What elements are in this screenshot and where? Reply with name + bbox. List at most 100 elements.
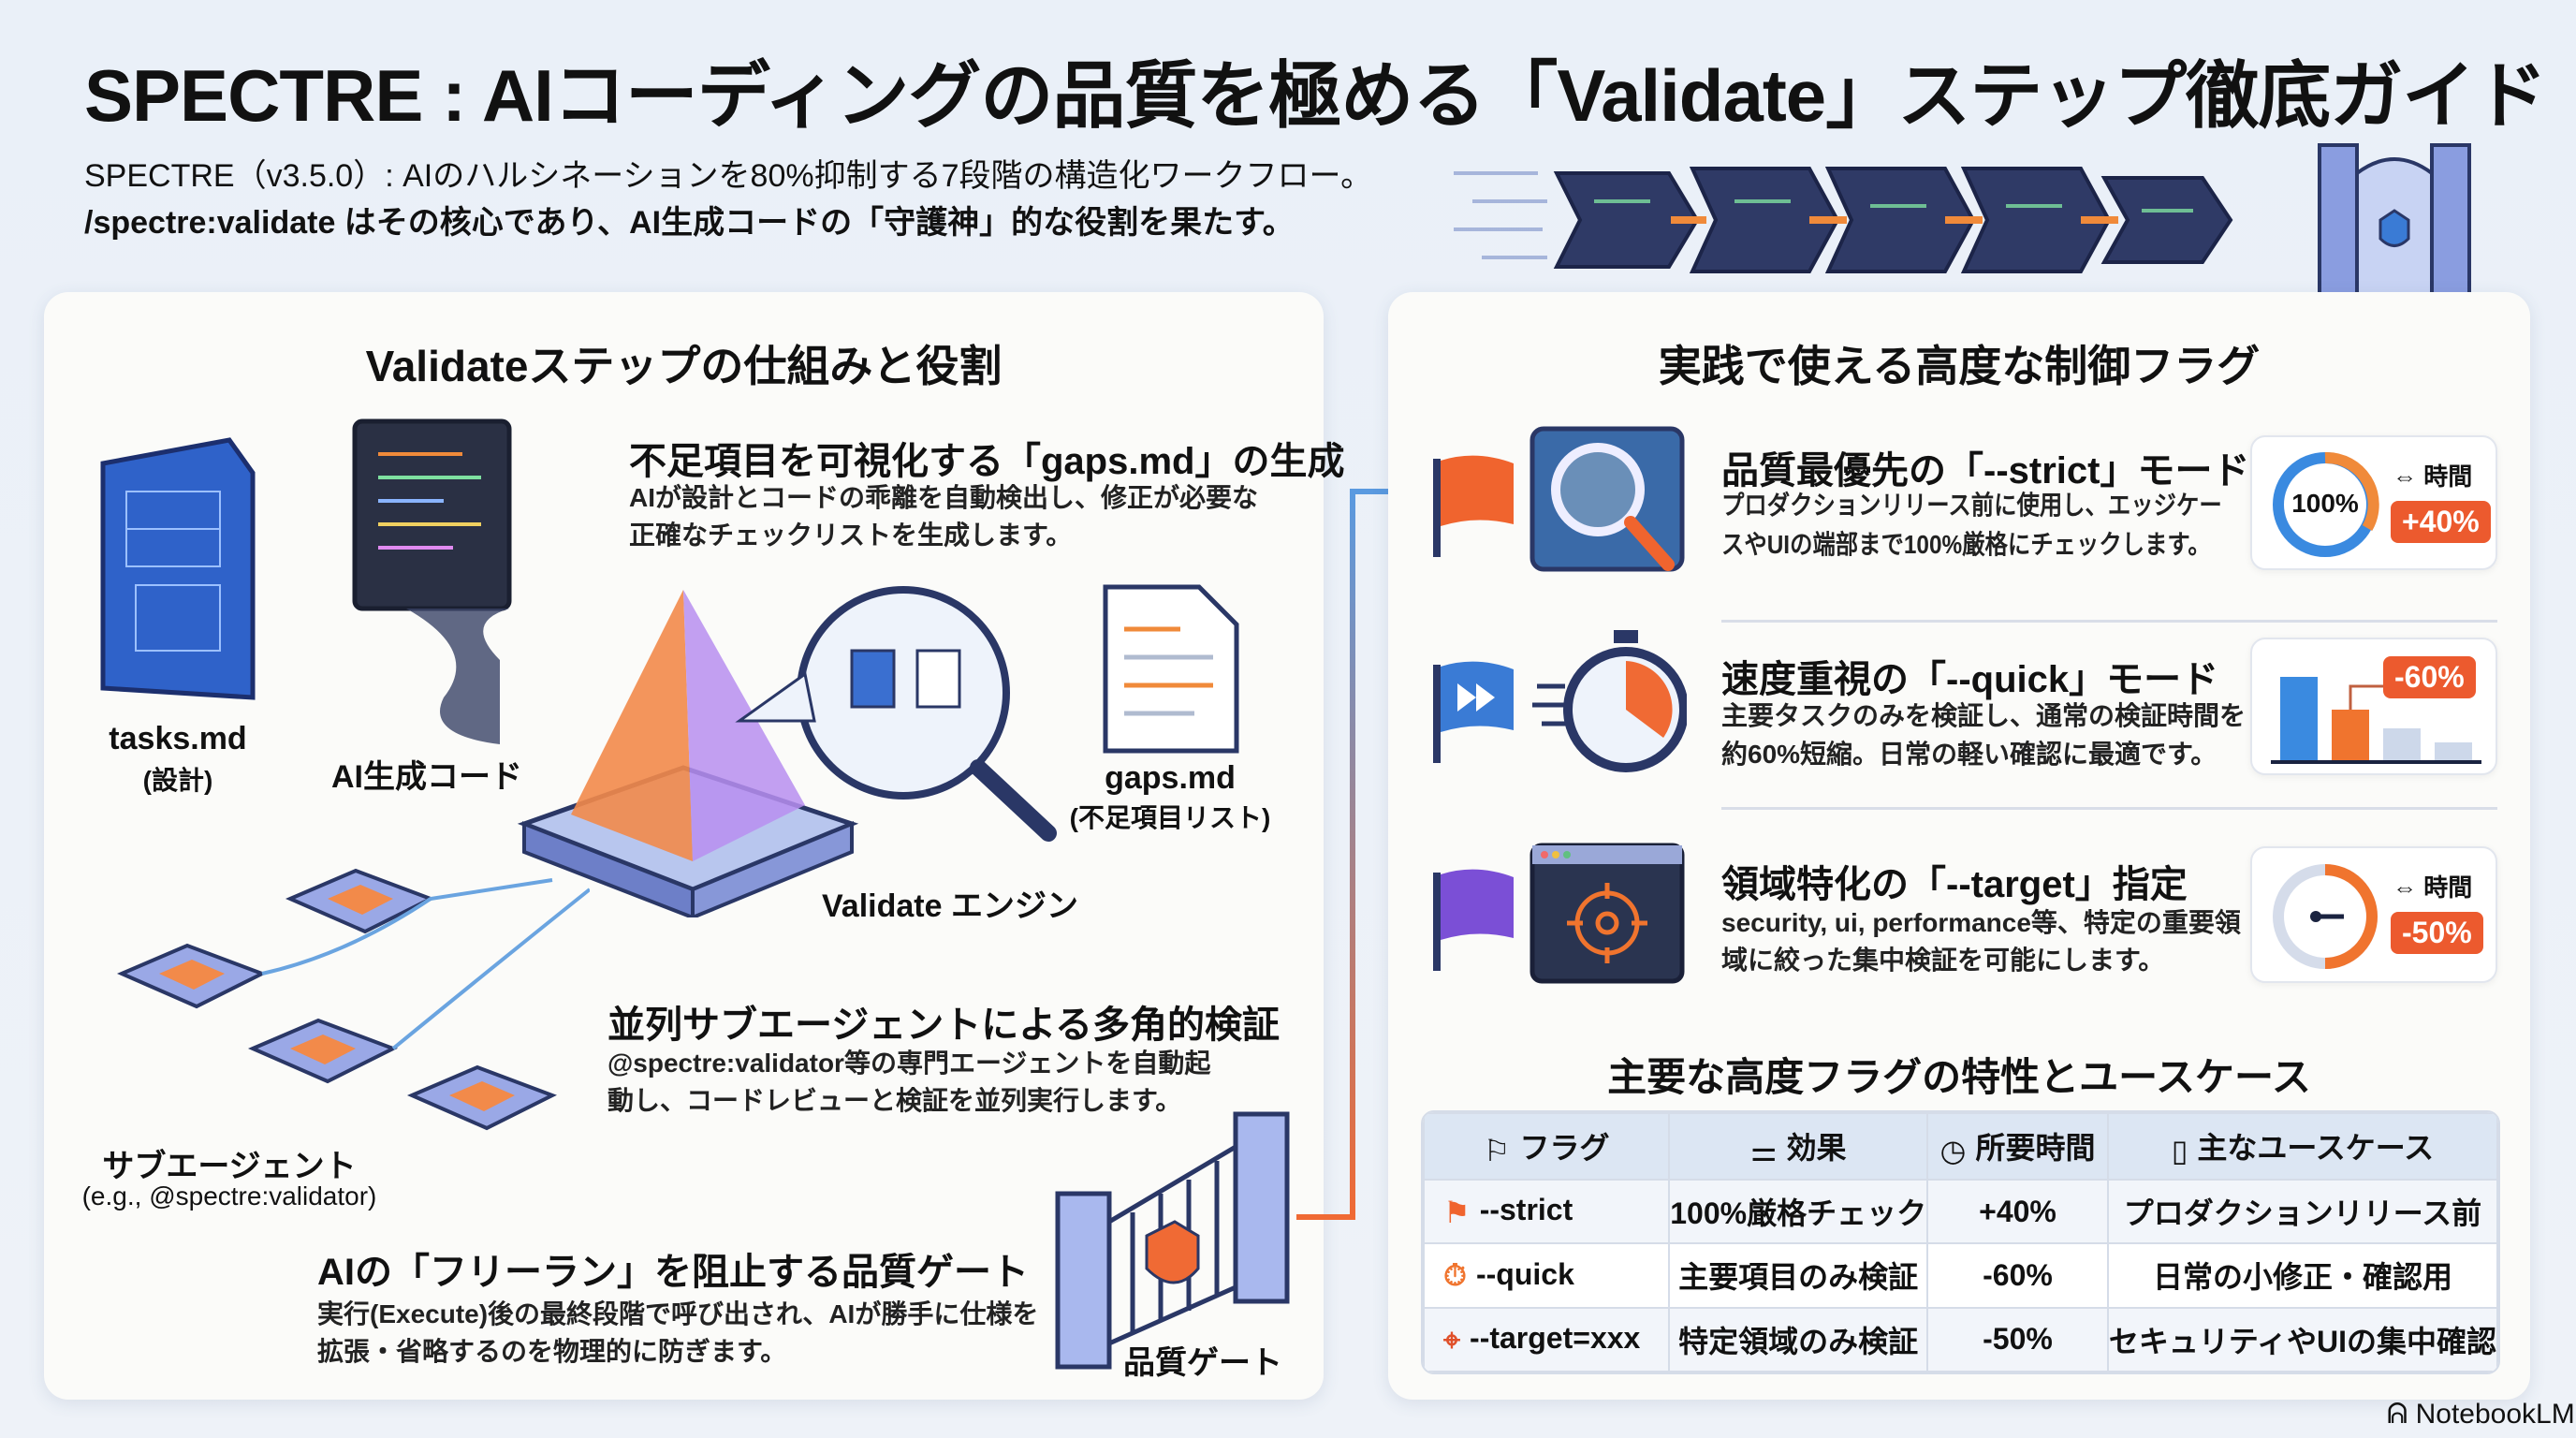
time-arrows-icon: ⇔	[2393, 462, 2417, 491]
cell-flag: ⚑--strict	[1423, 1178, 1671, 1245]
gate-desc-line-2: 拡張・省略するのを物理的に防ぎます。	[317, 1337, 787, 1366]
subtitle-line-1: SPECTRE（v3.5.0）: AIのハルシネーションを80%抑制する7段階の…	[84, 158, 1373, 194]
cell-effect: 主要項目のみ検証	[1668, 1242, 1929, 1309]
target-stat-label-text: 時間	[2423, 873, 2473, 902]
page-title: SPECTRE : AIコーディングの品質を極める「Validate」ステップ徹…	[84, 54, 2547, 137]
validate-engine-label: Validate エンジン	[822, 888, 1078, 924]
header-time-text: 所要時間	[1975, 1131, 2096, 1166]
magnifier-circuit-icon	[1530, 426, 1685, 572]
briefcase-icon: ▯	[2171, 1133, 2188, 1167]
bar	[2435, 742, 2472, 761]
cell-flag-text: --quick	[1475, 1256, 1574, 1291]
target-stat-card: ⇔ 時間 -50%	[2250, 846, 2497, 983]
tasks-md-sublabel: (設計)	[142, 766, 213, 795]
header-time: ◷所要時間	[1926, 1112, 2109, 1181]
cell-time: +40%	[1926, 1178, 2109, 1245]
right-panel-title: 実践で使える高度な制御フラグ	[1658, 342, 2261, 390]
notebooklm-icon: ᕱ	[2387, 1399, 2408, 1430]
table-row: ⏱--quick 主要項目のみ検証 -60% 日常の小修正・確認用	[1423, 1242, 2498, 1309]
strict-mode-title: 品質最優先の「--strict」モード	[1721, 450, 2250, 492]
target-mode-desc-1: security, ui, performance等、特定の重要領	[1721, 908, 2241, 937]
table-row: ⚑--strict 100%厳格チェック +40% プロダクションリリース前	[1423, 1178, 2498, 1245]
cell-flag-text: --strict	[1479, 1193, 1573, 1227]
quick-mode-title: 速度重視の「--quick」モード	[1721, 659, 2219, 700]
header-flag: ⚐フラグ	[1423, 1112, 1671, 1181]
sliders-icon: ⚌	[1749, 1133, 1778, 1167]
cell-effect: 100%厳格チェック	[1668, 1178, 1929, 1245]
strict-flag-icon	[1433, 455, 1514, 557]
quality-gate-label: 品質ゲート	[1123, 1345, 1282, 1381]
gate-desc-line-1: 実行(Execute)後の最終段階で呼び出され、AIが勝手に仕様を	[317, 1299, 1039, 1328]
quick-bar-chart	[2271, 677, 2481, 764]
header-effect-text: 効果	[1786, 1131, 1847, 1166]
strict-stat-label-text: 時間	[2423, 462, 2473, 491]
cell-effect: 特定領域のみ検証	[1668, 1306, 1929, 1372]
quality-gate-icon	[1055, 1111, 1290, 1370]
notebooklm-logo: ᕱ NotebookLM	[2387, 1399, 2575, 1431]
parallel-heading: 並列サブエージェントによる多角的検証	[607, 1005, 1280, 1046]
header-effect: ⚌効果	[1668, 1112, 1929, 1181]
strict-stat-main: 100%	[2291, 489, 2359, 518]
parallel-desc-line-1: @spectre:validator等の専門エージェントを自動起	[607, 1049, 1211, 1078]
quick-stat-badge: -60%	[2383, 656, 2476, 698]
quick-flag-icon	[1433, 661, 1514, 763]
pipeline-illustration-icon	[1454, 143, 2471, 297]
cell-usecase: セキュリティやUIの集中確認	[2106, 1306, 2498, 1372]
target-stat-badge: -50%	[2391, 912, 2483, 954]
table-row: ⌖ --target=xxx 特定領域のみ検証 -50% セキュリティやUIの集中…	[1423, 1306, 2498, 1372]
strict-donut-chart	[2273, 451, 2379, 557]
parallel-desc-line-2: 動し、コードレビューと検証を並列実行します。	[607, 1086, 1182, 1115]
target-mode-desc-2: 域に絞った集中検証を可能にします。	[1721, 946, 2165, 975]
table-title: 主要な高度フラグの特性とユースケース	[1607, 1055, 2311, 1099]
stopwatch-icon	[1532, 630, 1687, 772]
subtitle-line-2: /spectre:validate はその核心であり、AI生成コードの「守護神」…	[84, 205, 1295, 241]
target-gauge-chart	[2273, 864, 2378, 969]
crosshair-icon: ⌖	[1443, 1322, 1461, 1357]
quick-stat-card: -60%	[2250, 638, 2497, 775]
time-arrows-icon: ⇔	[2393, 873, 2417, 902]
notebooklm-brand-text: NotebookLM	[2415, 1399, 2575, 1430]
gaps-md-sublabel: (不足項目リスト)	[1069, 803, 1271, 832]
cell-time: -50%	[1926, 1306, 2109, 1372]
gaps-desc-line-1: AIが設計とコードの乖離を自動検出し、修正が必要な	[629, 483, 1259, 512]
stopwatch-icon: ⏱	[1443, 1258, 1467, 1293]
tasks-md-label: tasks.md	[109, 721, 247, 756]
left-panel-title: Validateステップの仕組みと役割	[365, 342, 1003, 390]
header-usecase: ▯ 主なユースケース	[2106, 1112, 2498, 1181]
strict-stat-badge: +40%	[2391, 501, 2491, 543]
divider	[1721, 620, 2497, 623]
strict-stat-card: 100% ⇔ 時間 +40%	[2250, 435, 2497, 570]
cell-usecase: 日常の小修正・確認用	[2106, 1242, 2498, 1309]
header-usecase-text: 主なユースケース	[2197, 1131, 2435, 1166]
strict-mode-desc-1: プロダクションリリース前に使用し、エッジケー	[1721, 491, 2222, 520]
bar	[2332, 710, 2369, 761]
divider	[1721, 807, 2497, 810]
subagent-sublabel: (e.g., @spectre:validator)	[81, 1181, 377, 1211]
target-flag-icon	[1433, 869, 1514, 971]
subagent-chips-icon	[116, 868, 590, 1131]
cell-flag: ⏱--quick	[1423, 1242, 1671, 1309]
target-window-icon	[1530, 843, 1685, 984]
cell-flag-text: --target=xxx	[1470, 1321, 1641, 1356]
validate-engine-pyramid-icon	[517, 586, 1057, 917]
clock-icon: ◷	[1939, 1133, 1967, 1167]
gaps-heading: 不足項目を可視化する「gaps.md」の生成	[629, 441, 1345, 482]
flags-table: ⚐フラグ ⚌効果 ◷所要時間 ▯ 主なユースケース ⚑--strict 100%厳…	[1421, 1110, 2500, 1374]
code-screen-icon	[352, 418, 512, 744]
ai-code-label: AI生成コード	[331, 759, 522, 795]
target-stat-label: ⇔ 時間	[2393, 869, 2472, 903]
strict-flag-icon: ⚑	[1443, 1195, 1471, 1229]
gate-heading: AIの「フリーラン」を阻止する品質ゲート	[317, 1252, 1029, 1293]
flag-outline-icon: ⚐	[1483, 1133, 1511, 1167]
bar	[2280, 677, 2318, 761]
gaps-md-label: gaps.md	[1105, 760, 1236, 796]
target-mode-title: 領域特化の「--target」指定	[1721, 864, 2188, 905]
gaps-md-document-icon	[1103, 584, 1239, 754]
strict-mode-desc-2: スやUIの端部まで100%厳格にチェックします。	[1721, 530, 2211, 559]
strict-stat-label: ⇔ 時間	[2393, 458, 2472, 492]
blueprint-document-icon	[100, 437, 256, 700]
header-flag-text: フラグ	[1519, 1131, 1610, 1166]
gaps-desc-line-2: 正確なチェックリストを生成します。	[629, 521, 1073, 550]
table-header-row: ⚐フラグ ⚌効果 ◷所要時間 ▯ 主なユースケース	[1423, 1112, 2498, 1181]
cell-flag: ⌖ --target=xxx	[1423, 1306, 1671, 1372]
